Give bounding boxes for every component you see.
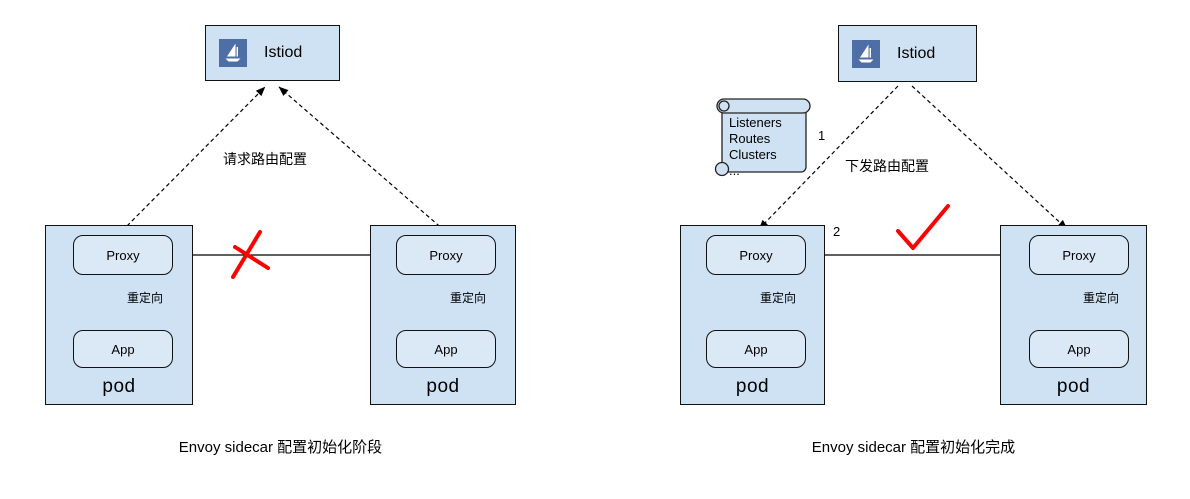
pod-right-2: Proxy 重定向 App pod [1000,225,1147,405]
pod-left-1: Proxy 重定向 App pod [45,225,193,405]
step-2-label: 2 [833,224,841,239]
app-box: App [706,330,806,368]
istiod-node-left: Istiod [205,25,340,81]
istio-logo-icon [852,39,880,68]
scroll-line: ... [729,163,740,178]
redirect-label: 重定向 [760,291,797,305]
istiod-label: Istiod [264,44,303,61]
istiod-node-right: Istiod [838,25,977,82]
red-cross-icon [231,230,270,279]
step-1-label: 1 [818,128,826,143]
redirect-label: 重定向 [450,291,487,305]
right-diagram-caption: Envoy sidecar 配置初始化完成 [811,439,1016,456]
request-route-config-label: 请求路由配置 [223,151,307,167]
pod-label: pod [426,376,460,397]
pod-label: pod [735,376,770,397]
app-box: App [1029,330,1129,368]
push-route-config-label: 下发路由配置 [845,158,929,174]
proxy-box: Proxy [396,235,496,275]
istio-logo-icon [219,39,247,67]
dashed-arrow-left-proxy1-to-istiod [121,86,266,232]
redirect-label: 重定向 [127,291,164,305]
dashed-arrow-istiod-to-right-proxy1 [758,85,899,230]
pod-label: pod [102,376,136,397]
proxy-box: Proxy [73,235,173,275]
scroll-line: Listeners [729,115,782,130]
scroll-line: Clusters [729,147,777,162]
proxy-box: Proxy [1029,235,1129,275]
dashed-arrow-istiod-to-right-proxy2 [911,85,1068,230]
istiod-label: Istiod [897,44,936,62]
scroll-shape [714,98,811,177]
red-check-icon [896,204,950,250]
proxy-box: Proxy [706,235,806,275]
pod-right-1: Proxy 重定向 App pod [680,225,825,405]
left-diagram-caption: Envoy sidecar 配置初始化阶段 [178,439,383,456]
config-scroll-text: Listeners Routes Clusters ... [729,115,807,179]
pod-left-2: Proxy 重定向 App pod [370,225,516,405]
scroll-line: Routes [729,131,771,146]
redirect-label: 重定向 [1083,291,1120,305]
dashed-arrow-left-proxy2-to-istiod [278,86,446,232]
app-box: App [396,330,496,368]
app-box: App [73,330,173,368]
pod-label: pod [1056,376,1091,397]
